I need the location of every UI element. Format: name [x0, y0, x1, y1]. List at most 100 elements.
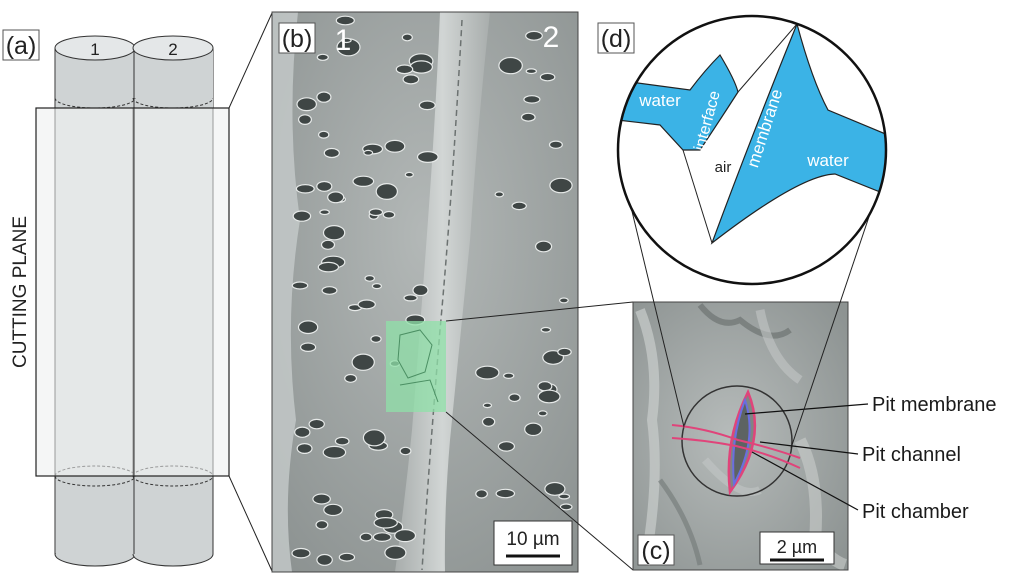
water-left — [618, 54, 739, 151]
pit-aperture — [540, 326, 552, 333]
pit-aperture — [327, 191, 345, 204]
pit-aperture — [351, 353, 375, 371]
pit-aperture — [352, 175, 375, 187]
pit-aperture — [384, 139, 406, 153]
cutting-plane-label: CUTTING PLANE — [10, 216, 31, 368]
pit-channel-upper — [671, 424, 801, 459]
pit-aperture — [300, 342, 317, 352]
pit-aperture — [394, 528, 417, 543]
pit-aperture — [296, 443, 313, 455]
pit-aperture — [318, 130, 330, 139]
pit-aperture — [372, 532, 392, 542]
cylinder-1-bottom — [54, 553, 136, 567]
pit-aperture — [508, 393, 521, 403]
cylinder-1-label: 1 — [90, 40, 99, 59]
pit-aperture — [409, 60, 433, 74]
pit-aperture — [539, 72, 556, 82]
pit-aperture — [298, 114, 313, 125]
air-boundary-bottom — [682, 149, 713, 244]
pit-aperture — [323, 147, 340, 159]
pit-aperture — [321, 286, 338, 295]
pit-aperture — [537, 410, 548, 417]
pit-aperture — [291, 547, 311, 559]
callout-pit-membrane: Pit membrane — [872, 394, 997, 416]
pit-aperture — [412, 284, 429, 297]
pit-aperture — [312, 493, 331, 505]
connector-b-c-bottom — [445, 411, 634, 571]
pit-aperture — [363, 149, 374, 156]
pit-aperture — [497, 441, 515, 452]
panel-a-label-box — [2, 29, 40, 61]
pit-aperture — [525, 30, 543, 41]
air-boundary-top — [737, 23, 798, 93]
pit-aperture — [537, 389, 561, 404]
pit-aperture — [371, 283, 382, 290]
air-label: air — [715, 159, 732, 176]
pit-aperture — [370, 335, 382, 343]
pit-aperture — [317, 261, 340, 273]
pit-aperture — [359, 532, 373, 542]
scale-bar-b-label: 10 µm — [506, 529, 559, 550]
pit-aperture — [316, 553, 333, 566]
pit-aperture — [335, 15, 355, 26]
panel-d: water interface air membrane water — [616, 14, 888, 286]
pit-aperture — [401, 33, 413, 42]
pit-aperture — [368, 208, 384, 217]
pit-aperture — [557, 347, 572, 357]
pit-aperture — [525, 68, 538, 75]
pit-aperture — [362, 429, 386, 447]
pit-aperture — [511, 201, 527, 211]
pit-aperture — [404, 171, 414, 178]
pit-aperture — [482, 402, 493, 409]
pit-aperture — [559, 503, 573, 511]
cell-1-label: 1 — [335, 24, 352, 57]
cylinder-2-top — [132, 35, 214, 61]
panel-a-label: (a) — [6, 32, 37, 60]
pit-aperture — [558, 493, 571, 500]
projection-line-top — [228, 12, 273, 109]
pit-circle — [681, 385, 793, 497]
pit-aperture — [373, 516, 398, 529]
pit-aperture — [296, 97, 317, 112]
pit-field-b — [291, 15, 573, 566]
water-left-label: water — [638, 91, 681, 110]
callout-pit-channel: Pit channel — [862, 444, 961, 466]
pit-aperture — [524, 422, 543, 437]
pit-aperture — [395, 64, 414, 75]
pit-aperture — [357, 299, 376, 310]
pit-aperture — [481, 416, 496, 427]
pit-aperture — [322, 224, 346, 241]
pit-aperture — [375, 183, 398, 201]
pit-aperture — [475, 365, 500, 380]
pit-aperture — [548, 140, 563, 149]
callout-pit-chamber: Pit chamber — [862, 501, 969, 523]
pit-aperture — [418, 100, 436, 111]
pit-aperture — [495, 488, 516, 499]
pit-aperture — [364, 275, 375, 282]
pit-aperture — [334, 436, 350, 446]
panel-b: 10 µm — [272, 12, 578, 572]
cutting-plane — [35, 107, 230, 477]
pit-aperture — [403, 294, 418, 302]
pit-aperture — [319, 209, 330, 216]
tangent-line-right — [790, 189, 879, 449]
pit-aperture — [382, 210, 396, 219]
water-right — [710, 22, 886, 245]
pit-aperture — [292, 210, 312, 222]
pit-aperture — [294, 426, 311, 438]
cylinder-2-label: 2 — [168, 40, 177, 59]
pit-aperture — [295, 184, 315, 194]
pit-aperture — [520, 112, 536, 122]
pit-aperture — [320, 239, 336, 250]
pit-aperture — [341, 37, 352, 44]
scale-bar-c-label: 2 µm — [777, 537, 817, 557]
callout-line-channel — [759, 441, 859, 455]
panel-d-label-box — [597, 22, 635, 54]
cell-2-label: 2 — [543, 21, 560, 54]
pit-aperture — [323, 503, 344, 517]
callout-line-membrane — [744, 403, 869, 415]
pit-membrane-outline — [732, 396, 751, 488]
pit-aperture — [384, 545, 407, 560]
pit-aperture — [338, 552, 356, 562]
